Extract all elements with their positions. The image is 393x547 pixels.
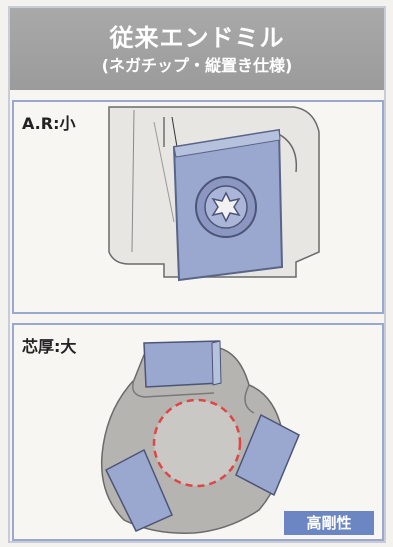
insert-right — [235, 413, 300, 497]
core-thickness-label: 芯厚:大 — [22, 337, 77, 356]
figure-frame: 従来エンドミル (ネガチップ・縦置き仕様) A.R:小 芯厚:大 — [8, 6, 386, 543]
insert-left — [105, 448, 173, 532]
insert-top — [143, 340, 221, 388]
core-thickness-panel: 芯厚:大 高剛性 — [12, 323, 384, 541]
title: 従来エンドミル — [109, 24, 285, 52]
insert-side-view-illustration — [108, 106, 320, 282]
rake-angle-panel: A.R:小 — [12, 100, 384, 314]
endmill-cross-section-illustration — [100, 340, 300, 534]
rake-angle-label: A.R:小 — [22, 114, 76, 133]
core-circle — [152, 398, 242, 488]
rake-angle-line-2 — [171, 116, 178, 148]
subtitle: (ネガチップ・縦置き仕様) — [101, 56, 293, 75]
high-rigidity-badge: 高剛性 — [284, 511, 374, 535]
torx-icon — [211, 191, 241, 223]
header: 従来エンドミル (ネガチップ・縦置き仕様) — [10, 8, 384, 90]
